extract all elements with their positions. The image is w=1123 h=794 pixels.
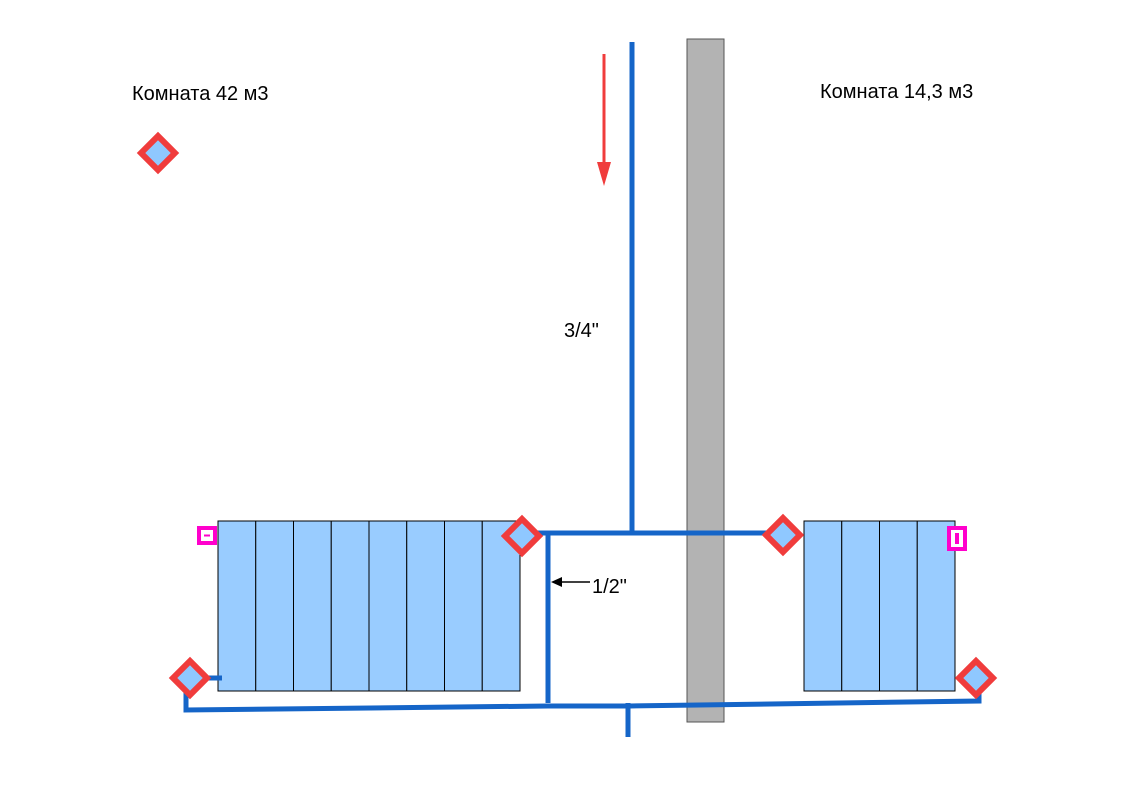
radiator-section: [803, 520, 843, 692]
valve-left-bottom-icon: [168, 656, 212, 700]
radiator-section: [255, 520, 294, 692]
pipe-main-size-label: 3/4": [564, 320, 599, 342]
radiator-right: [803, 520, 956, 692]
room-left-label: Комната 42 м3: [132, 83, 269, 105]
radiator-left: [217, 520, 521, 692]
return-pipe: [183, 678, 982, 713]
valve-right-bottom-icon: [954, 656, 998, 700]
radiator-section: [217, 520, 257, 692]
room-right-label: Комната 14,3 м3: [820, 81, 973, 103]
air-vent-left-icon: [197, 526, 217, 545]
air-vent-right-icon: [947, 526, 967, 551]
pipe-branch-pointer-icon: [551, 577, 590, 587]
pipes: [183, 42, 982, 737]
radiator-section: [879, 520, 918, 692]
radiator-section: [330, 520, 370, 692]
radiator-section: [444, 520, 483, 692]
valve-right-top-icon: [761, 513, 805, 557]
valve-left-top-icon: [500, 514, 544, 558]
radiator-section: [368, 520, 408, 692]
pipe-branch-size-label: 1/2": [592, 576, 627, 598]
radiator-section: [406, 520, 445, 692]
wall: [686, 38, 725, 723]
legend-valve-icon: [136, 131, 180, 175]
flow-arrow-icon: [597, 54, 611, 186]
radiator-section: [293, 520, 332, 692]
radiator-section: [481, 520, 521, 692]
radiator-section: [841, 520, 880, 692]
